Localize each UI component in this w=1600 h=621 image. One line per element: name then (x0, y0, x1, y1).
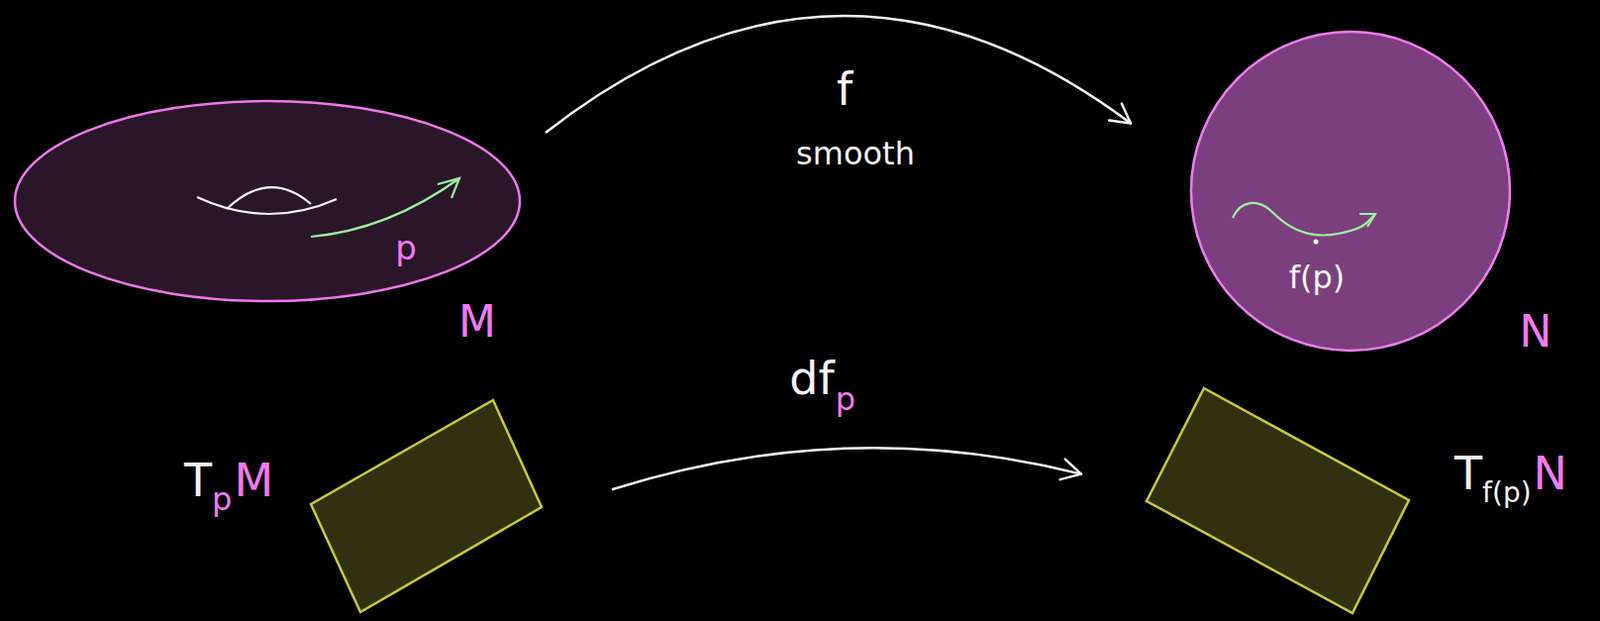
map-label: df (789, 355, 834, 401)
label-part: N (1533, 446, 1568, 500)
manifold-disk-outline (1189, 29, 1512, 353)
map-arrow (545, 15, 1131, 133)
subscript: p (835, 383, 856, 415)
manifold-disk: f(p)N (1189, 29, 1512, 353)
tangent-space (310, 400, 543, 613)
arrow-head (1060, 474, 1082, 481)
label-part: T (1454, 446, 1483, 500)
map-arrow (611, 447, 1082, 490)
point-label: p (395, 230, 417, 265)
subscript: p (211, 480, 232, 518)
label-part: M (233, 453, 274, 507)
arrow-head (1065, 459, 1082, 475)
manifold-label: M (458, 300, 497, 344)
tangent-space-label: Tf(p)N (1454, 450, 1568, 497)
arrow-head (1108, 119, 1131, 123)
tangent-space-label: TpM (184, 457, 274, 503)
map-label: f (836, 66, 853, 112)
tangent-space-outline (310, 400, 543, 613)
label-part: T (184, 453, 212, 507)
image-point-label: f(p) (1289, 261, 1346, 294)
arrow-head (1121, 103, 1131, 124)
subscript: f(p) (1482, 476, 1531, 509)
map-note: smooth (796, 137, 915, 170)
manifold-label: N (1519, 309, 1553, 354)
manifold-torus: pM (11, 99, 523, 303)
tangent-space-outline (1146, 388, 1410, 614)
tangent-space (1146, 388, 1410, 614)
manifold-torus-outline (11, 99, 523, 303)
